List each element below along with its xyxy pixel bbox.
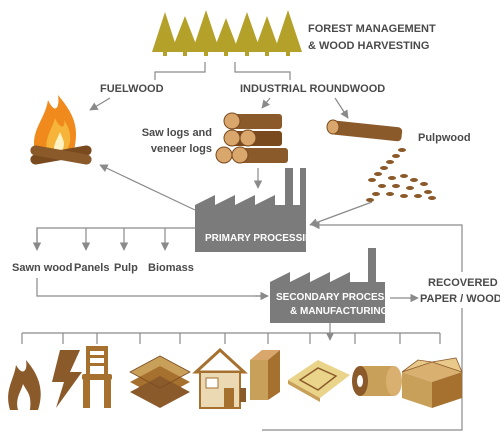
primary-outputs-bus (36, 227, 195, 250)
pulpwood-arrow (334, 97, 349, 119)
paper-roll-icon (352, 366, 402, 396)
primary-to-fuel-arrow (99, 164, 196, 211)
fuelwood-label: FUELWOOD (100, 83, 164, 95)
saw-logs-label-line1: Saw logs and (142, 127, 212, 139)
recovered-label-line1: RECOVERED (428, 277, 498, 289)
forest-to-roundwood-connector (234, 62, 291, 80)
fuelwood-arrow (89, 97, 111, 111)
forest-trees-icon (152, 10, 302, 56)
timber-house-icon (192, 347, 248, 409)
forest-title-line1: FOREST MANAGEMENT (308, 23, 436, 35)
industrial-roundwood-label: INDUSTRIAL ROUNDWOOD (240, 83, 385, 95)
products-drops (21, 333, 441, 344)
secondary-processing-label-line2: & MANUFACTURING (290, 306, 389, 317)
paper-pad-icon (288, 360, 350, 402)
products-to-recovered-line (262, 308, 463, 431)
chips-to-primary-arrow (309, 201, 373, 227)
forest-to-fuelwood-connector (154, 62, 206, 80)
output-biomass: Biomass (148, 262, 194, 274)
log-pile-icon (215, 112, 288, 164)
pulpwood-label: Pulpwood (418, 132, 471, 144)
sawlogs-arrow (261, 97, 271, 109)
fire-icon (8, 360, 41, 410)
output-panels: Panels (74, 262, 109, 274)
cardboard-box-icon (401, 357, 463, 408)
primary-processing-label: PRIMARY PROCESSING (205, 233, 320, 244)
recovered-label-line2: PAPER / WOOD (420, 293, 500, 305)
campfire-icon (30, 95, 92, 165)
milk-carton-icon (250, 350, 280, 400)
chair-icon (82, 346, 112, 408)
wood-chips-pile-icon (366, 148, 436, 202)
flooring-panels-icon (129, 355, 191, 408)
secondary-processing-label-line1: SECONDARY PROCESSING (276, 292, 409, 303)
forest-title-line2: & WOOD HARVESTING (308, 40, 429, 52)
outputs-to-secondary-line (36, 278, 268, 297)
secondary-processing-factory (270, 248, 385, 323)
saw-logs-label-line2: veneer logs (151, 143, 212, 155)
output-sawn-wood: Sawn wood (12, 262, 73, 274)
primary-processing-factory (195, 168, 306, 252)
pulpwood-log-icon (326, 119, 403, 142)
output-pulp: Pulp (114, 262, 138, 274)
lightning-icon (52, 350, 82, 408)
recovered-to-primary-arrow (311, 220, 463, 272)
